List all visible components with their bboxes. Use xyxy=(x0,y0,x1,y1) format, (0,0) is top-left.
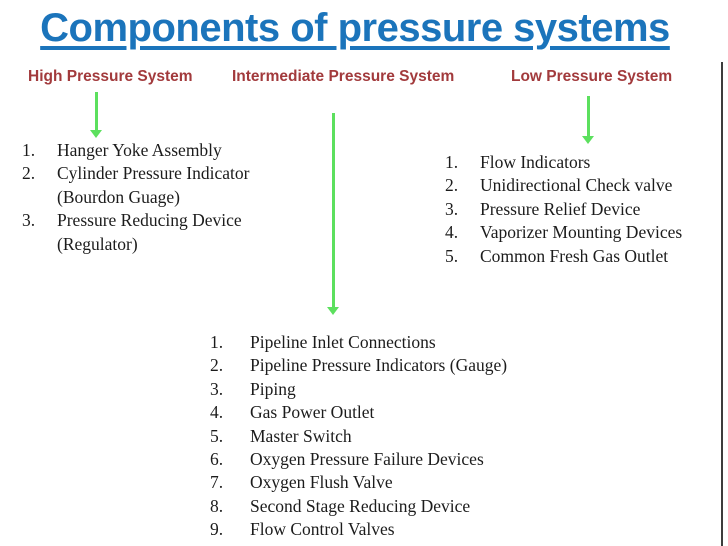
list-item-number xyxy=(22,186,57,209)
high-pressure-list: 1. Hanger Yoke Assembly 2. Cylinder Pres… xyxy=(22,139,249,256)
list-item: 8. Second Stage Reducing Device xyxy=(210,495,507,518)
list-item-number: 1. xyxy=(445,152,459,172)
list-item-number: 2. xyxy=(22,163,36,184)
list-item-text: Hanger Yoke Assembly xyxy=(57,140,222,160)
list-item: 3. Piping xyxy=(210,378,507,401)
list-item-number: 1. xyxy=(210,332,224,352)
list-item-number: 4. xyxy=(445,222,459,243)
arrow-head xyxy=(90,130,102,138)
arrow-shaft xyxy=(586,96,590,137)
list-item-text: (Regulator) xyxy=(57,233,138,254)
list-item: 9. Flow Control Valves xyxy=(210,518,507,541)
arrow-shaft xyxy=(331,113,335,308)
down-arrow-intermediate-icon xyxy=(327,113,339,315)
list-item: 3. Pressure Relief Device xyxy=(445,198,682,221)
list-item: 1. Flow Indicators xyxy=(445,151,682,174)
list-item-continuation: (Bourdon Guage) xyxy=(22,186,249,209)
list-item: 2. Unidirectional Check valve xyxy=(445,174,682,197)
list-item-number: 3. xyxy=(445,198,459,219)
list-item-text: Pipeline Pressure Indicators (Gauge) xyxy=(250,355,508,376)
list-item-text: Flow Indicators xyxy=(480,152,591,172)
list-item: 6. Oxygen Pressure Failure Devices xyxy=(210,448,507,471)
list-item: 1. Pipeline Inlet Connections xyxy=(210,331,507,354)
list-item-text: Second Stage Reducing Device xyxy=(250,495,471,516)
list-item-text: Pressure Relief Device xyxy=(480,198,641,219)
low-pressure-list: 1. Flow Indicators 2. Unidirectional Che… xyxy=(445,151,682,268)
list-item-number: 2. xyxy=(445,175,459,196)
list-item: 3. Pressure Reducing Device xyxy=(22,209,249,232)
list-item: 1. Hanger Yoke Assembly xyxy=(22,139,249,162)
list-item-number: 4. xyxy=(210,402,224,423)
list-item: 5. Master Switch xyxy=(210,425,507,448)
arrow-head xyxy=(582,136,594,144)
list-item: 7. Oxygen Flush Valve xyxy=(210,471,507,494)
list-item-text: Vaporizer Mounting Devices xyxy=(480,222,683,243)
intermediate-pressure-list: 1. Pipeline Inlet Connections 2. Pipelin… xyxy=(210,331,507,542)
list-item-number: 2. xyxy=(210,355,224,376)
list-item-continuation: (Regulator) xyxy=(22,233,249,256)
list-item-text: Oxygen Pressure Failure Devices xyxy=(250,448,484,469)
list-item: 5. Common Fresh Gas Outlet xyxy=(445,245,682,268)
list-item: 4. Vaporizer Mounting Devices xyxy=(445,221,682,244)
column-header-low-pressure: Low Pressure System xyxy=(511,68,673,85)
list-item-text: Pipeline Inlet Connections xyxy=(250,332,436,352)
list-item-number: 3. xyxy=(210,378,224,399)
list-item-text: Pressure Reducing Device xyxy=(57,210,242,231)
list-item-number: 7. xyxy=(210,472,224,493)
arrow-head xyxy=(327,307,339,315)
list-item-number: 6. xyxy=(210,448,224,469)
list-item: 2. Pipeline Pressure Indicators (Gauge) xyxy=(210,354,507,377)
list-item-text: Oxygen Flush Valve xyxy=(250,472,393,493)
list-item-text: Unidirectional Check valve xyxy=(480,175,673,196)
down-arrow-high-icon xyxy=(90,92,102,138)
column-header-intermediate-pressure: Intermediate Pressure System xyxy=(232,68,455,85)
arrow-shaft xyxy=(94,92,98,131)
list-item: 2. Cylinder Pressure Indicator xyxy=(22,162,249,185)
column-header-high-pressure: High Pressure System xyxy=(28,68,193,85)
list-item-text: Piping xyxy=(250,378,296,399)
list-item-number: 5. xyxy=(210,425,224,446)
list-item-text: Common Fresh Gas Outlet xyxy=(480,245,669,266)
list-item: 4. Gas Power Outlet xyxy=(210,401,507,424)
list-item-number: 8. xyxy=(210,495,224,516)
list-item-text: Flow Control Valves xyxy=(250,519,395,540)
list-item-number: 5. xyxy=(445,245,459,266)
right-edge-divider xyxy=(721,62,723,546)
list-item-text: (Bourdon Guage) xyxy=(57,186,180,207)
list-item-number: 3. xyxy=(22,210,36,231)
list-item-number xyxy=(22,233,57,256)
list-item-text: Master Switch xyxy=(250,425,352,446)
list-item-text: Cylinder Pressure Indicator xyxy=(57,163,250,184)
list-item-text: Gas Power Outlet xyxy=(250,402,375,423)
slide-title: Components of pressure systems xyxy=(40,6,670,50)
down-arrow-low-icon xyxy=(582,96,594,144)
list-item-number: 1. xyxy=(22,140,36,160)
list-item-number: 9. xyxy=(210,519,224,540)
